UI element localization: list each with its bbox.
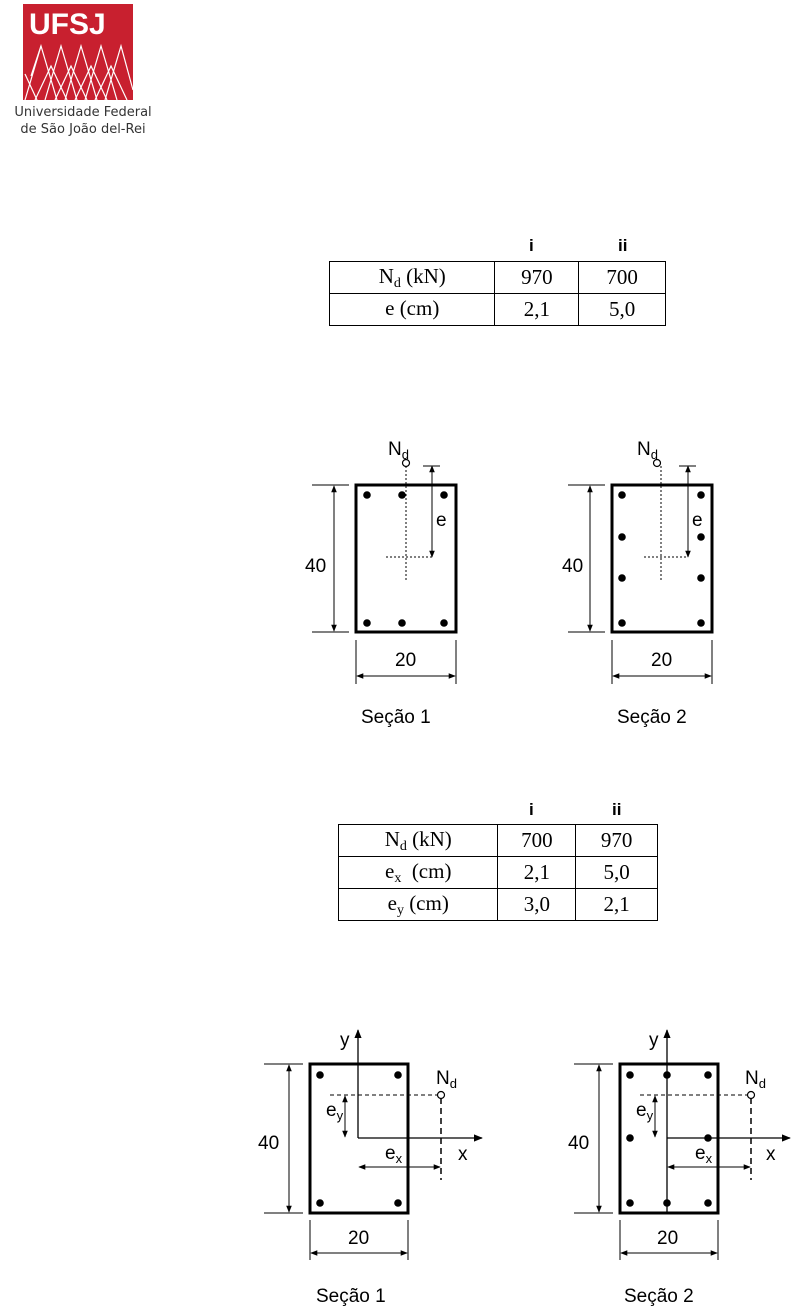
table-cell: 700 [498,825,576,857]
rebar [697,491,705,499]
rebar [704,1134,712,1142]
rebar [394,1199,402,1207]
table-row: e (cm) 2,1 5,0 [330,294,666,326]
load-label: Nd [388,439,409,462]
logo-name-line1: Universidade Federal [8,104,158,121]
table-row: ey (cm) 3,0 2,1 [339,889,658,921]
ex-label: ex [695,1143,713,1166]
ey-label: ey [326,1100,344,1123]
rebar [394,1071,402,1079]
rebar [697,533,705,541]
table1: Nd (kN) 970 700 e (cm) 2,1 5,0 [329,261,666,326]
rebar [398,491,406,499]
y-axis-label: y [649,1030,659,1051]
rebar [316,1199,324,1207]
table-cell: 970 [576,825,658,857]
figure1-section1: Nd e 40 20 Seção 1 [305,439,456,728]
table-row: Nd (kN) 700 970 [339,825,658,857]
rebar [626,1199,634,1207]
rebar [704,1199,712,1207]
table1-col-head-ii: ii [618,236,627,256]
section2-caption: Seção 2 [624,1286,694,1307]
table-cell: 5,0 [576,857,658,889]
row-label: Nd (kN) [330,262,495,294]
ecc-label: e [692,510,703,531]
table-cell: 3,0 [498,889,576,921]
load-label: Nd [637,439,658,462]
logo-university-name: Universidade Federal de São João del-Rei [8,104,158,138]
figure2-sections: y x Nd ey ex 40 20 Seção 1 y x Nd [0,1020,801,1313]
logo-abbr: UFSJ [29,8,106,41]
height-label: 40 [258,1133,279,1154]
table-cell: 2,1 [495,294,579,326]
rebar [618,533,626,541]
width-label: 20 [651,650,672,671]
ufsj-logo-mark: UFSJ [23,4,133,100]
load-point-icon [748,1092,755,1099]
y-axis-label: y [340,1030,350,1051]
ey-label: ey [636,1100,654,1123]
table-row: Nd (kN) 970 700 [330,262,666,294]
section1-caption: Seção 1 [361,707,431,728]
section2-caption: Seção 2 [617,707,687,728]
table-cell: 5,0 [579,294,666,326]
rebar [626,1071,634,1079]
load-label: Nd [745,1068,766,1091]
height-label: 40 [568,1133,589,1154]
rebar [440,619,448,627]
width-label: 20 [348,1228,369,1249]
figure1-section2: Nd e 40 20 Seção 2 [562,439,712,728]
width-label: 20 [657,1228,678,1249]
table1-col-head-i: i [529,236,534,256]
table-row: ex (cm) 2,1 5,0 [339,857,658,889]
section-outline [612,485,712,632]
section1-caption: Seção 1 [316,1286,386,1307]
table-cell: 2,1 [498,857,576,889]
rebar [363,491,371,499]
width-label: 20 [395,650,416,671]
row-label: ey (cm) [339,889,498,921]
rebar [618,619,626,627]
rebar [440,491,448,499]
x-axis-label: x [766,1144,776,1165]
load-label: Nd [436,1068,457,1091]
figure2-section1: y x Nd ey ex 40 20 Seção 1 [258,1030,482,1307]
table-cell: 2,1 [576,889,658,921]
x-axis-label: x [458,1144,468,1165]
table-cell: 700 [579,262,666,294]
rebar [398,619,406,627]
rebar [316,1071,324,1079]
rebar [618,491,626,499]
rebar [663,1071,671,1079]
table2: Nd (kN) 700 970 ex (cm) 2,1 5,0 ey (cm) … [338,824,658,921]
rebar [697,619,705,627]
row-label: Nd (kN) [339,825,498,857]
ex-label: ex [385,1143,403,1166]
height-label: 40 [562,556,583,577]
row-label: e (cm) [330,294,495,326]
ecc-label: e [436,510,447,531]
rebar [697,574,705,582]
table-cell: 970 [495,262,579,294]
rebar [704,1071,712,1079]
logo-name-line2: de São João del-Rei [8,121,158,138]
figure1-sections: Nd e 40 20 Seção 1 Nd e [0,430,801,730]
height-label: 40 [305,556,326,577]
load-point-icon [438,1092,445,1099]
table2-col-head-i: i [529,800,534,820]
figure2-section2: y x Nd ey ex 40 20 Seção 2 [568,1030,790,1307]
row-label: ex (cm) [339,857,498,889]
rebar [618,574,626,582]
rebar [626,1134,634,1142]
rebar [663,1199,671,1207]
table2-col-head-ii: ii [612,800,621,820]
rebar [363,619,371,627]
